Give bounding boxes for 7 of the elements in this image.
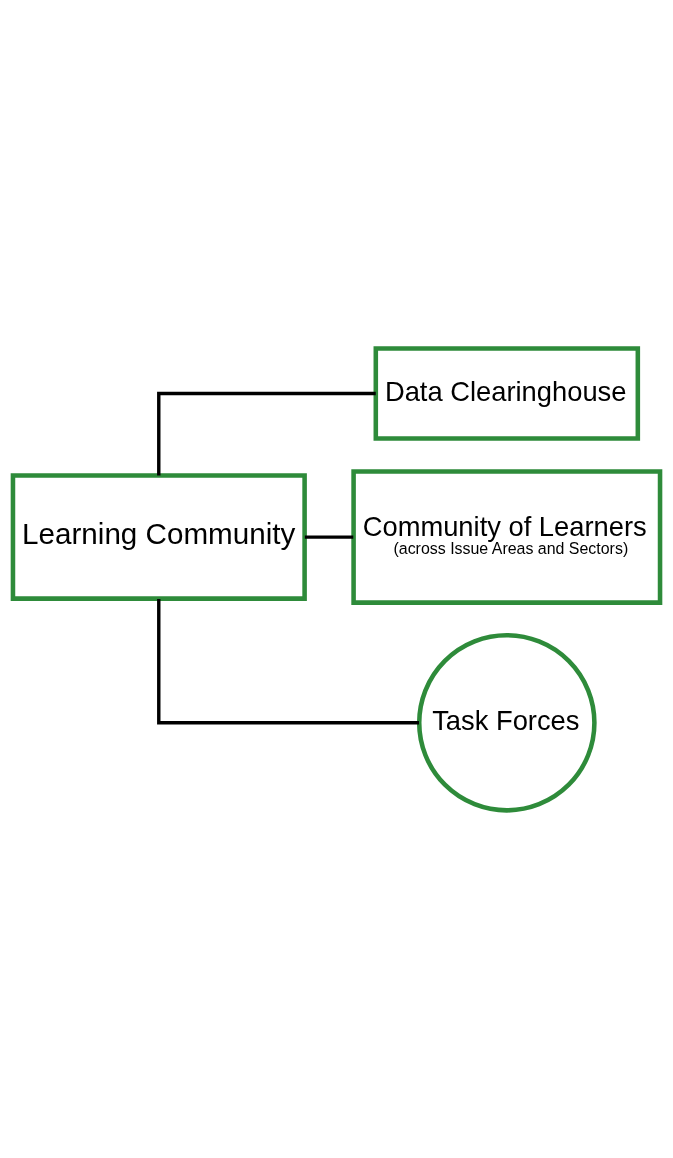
connector xyxy=(157,391,376,475)
connector xyxy=(157,598,419,724)
connector xyxy=(304,534,354,539)
node-box: Data Clearinghouse xyxy=(373,345,641,441)
node-box: Community of Learners (across Issue Areas and Sectors) xyxy=(351,468,663,605)
node-circle: Task Forces xyxy=(416,632,597,813)
node-box: Learning Community xyxy=(10,472,307,601)
